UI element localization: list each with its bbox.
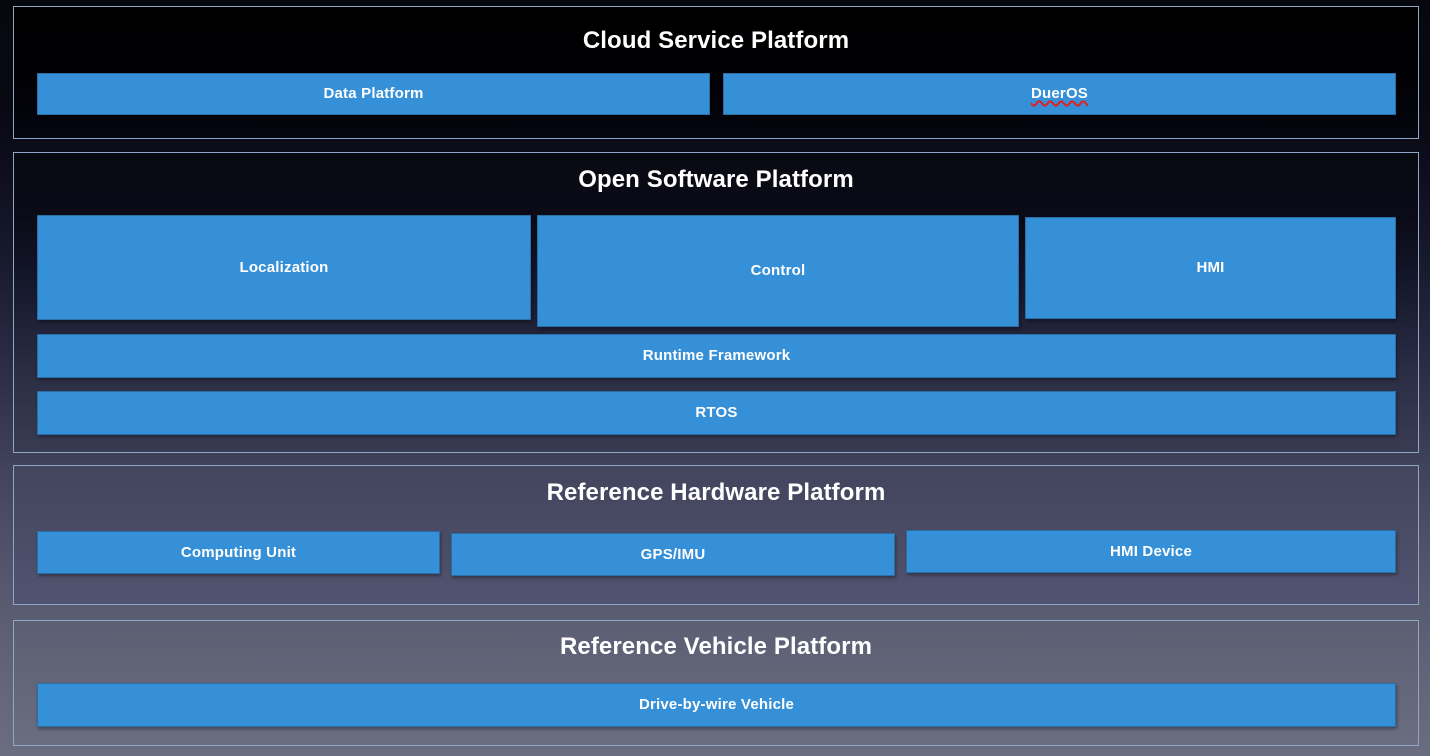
module-box-runtime-framework[interactable]: Runtime Framework [37,334,1396,378]
module-label-rtos: RTOS [695,404,738,421]
layer-title-cloud-service-platform: Cloud Service Platform [582,27,850,54]
module-box-dueros[interactable]: DuerOS [723,73,1396,115]
module-box-hmi[interactable]: HMI [1025,217,1396,319]
module-label-drive-by-wire-vehicle: Drive-by-wire Vehicle [638,696,795,713]
module-label-computing-unit: Computing Unit [180,543,297,561]
module-label-localization: Localization [239,258,329,276]
layer-reference-vehicle-platform: Reference Vehicle Platform Drive-by-wire… [13,620,1419,746]
layer-title-reference-vehicle-platform: Reference Vehicle Platform [559,633,873,660]
module-label-dueros: DuerOS [1030,85,1089,102]
module-label-runtime-framework: Runtime Framework [642,347,791,364]
layer-open-software-platform: Open Software Platform Localization Cont… [13,152,1419,453]
layer-title-reference-hardware-platform: Reference Hardware Platform [546,479,886,506]
module-label-control: Control [750,262,806,279]
module-label-gps-imu: GPS/IMU [640,545,706,563]
module-label-hmi: HMI [1196,259,1225,276]
module-box-drive-by-wire-vehicle[interactable]: Drive-by-wire Vehicle [37,683,1396,727]
module-box-data-platform[interactable]: Data Platform [37,73,710,115]
layer-reference-hardware-platform: Reference Hardware Platform Computing Un… [13,465,1419,605]
module-label-data-platform: Data Platform [323,85,424,102]
module-label-hmi-device: HMI Device [1109,542,1193,560]
module-box-rtos[interactable]: RTOS [37,391,1396,435]
module-box-computing-unit[interactable]: Computing Unit [37,531,440,574]
module-box-localization[interactable]: Localization [37,215,531,320]
module-box-control[interactable]: Control [537,215,1019,327]
module-box-gps-imu[interactable]: GPS/IMU [451,533,895,576]
layer-title-open-software-platform: Open Software Platform [578,166,854,193]
module-box-hmi-device[interactable]: HMI Device [906,530,1396,573]
layer-cloud-service-platform: Cloud Service Platform Data Platform Due… [13,6,1419,139]
